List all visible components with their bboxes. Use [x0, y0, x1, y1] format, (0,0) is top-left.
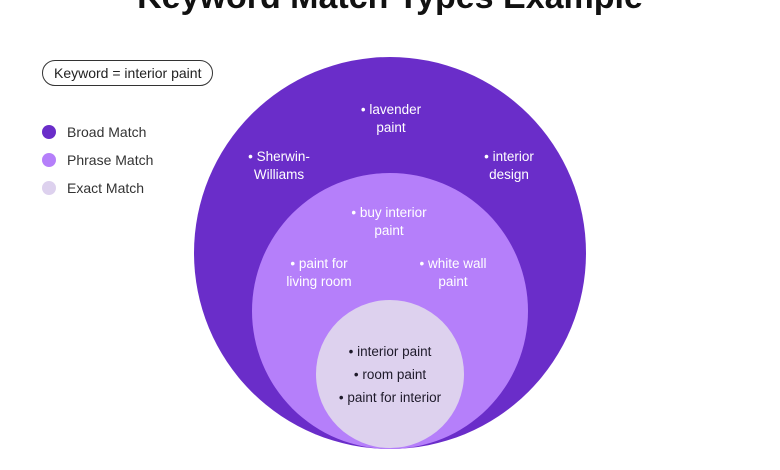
- diagram-title: Keyword Match Types Example: [0, 0, 780, 17]
- broad-term: • Sherwin- Williams: [248, 149, 310, 182]
- keyword-pill: Keyword = interior paint: [42, 60, 214, 86]
- legend-item-phrase: Phrase Match: [42, 146, 153, 174]
- legend: Broad Match Phrase Match Exact Match: [42, 118, 153, 202]
- legend-item-exact: Exact Match: [42, 174, 153, 202]
- legend-label: Exact Match: [67, 180, 145, 196]
- exact-match-circle: [316, 300, 464, 448]
- exact-dot-icon: [42, 181, 56, 195]
- exact-term: • paint for interior: [338, 390, 442, 405]
- broad-term: • interior design: [484, 149, 534, 182]
- phrase-term: • buy interior paint: [351, 205, 427, 238]
- legend-label: Phrase Match: [67, 152, 154, 168]
- broad-term: • lavender paint: [360, 102, 422, 135]
- legend-label: Broad Match: [67, 124, 147, 140]
- exact-term: • interior paint: [348, 344, 432, 359]
- phrase-term: • paint for living room: [286, 256, 352, 289]
- phrase-dot-icon: [42, 153, 56, 167]
- legend-item-broad: Broad Match: [42, 118, 153, 146]
- phrase-term: • white wall paint: [419, 256, 487, 289]
- exact-term: • room paint: [353, 367, 427, 382]
- broad-dot-icon: [42, 125, 56, 139]
